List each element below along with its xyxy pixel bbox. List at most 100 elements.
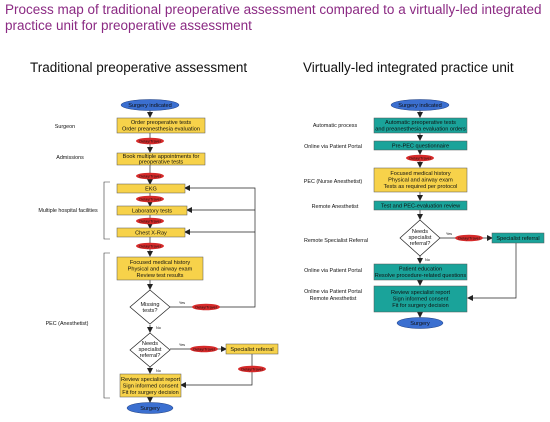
svg-text:referral?: referral? — [140, 353, 161, 359]
left-needs-referral-decision: Needs specialist referral? — [129, 332, 171, 368]
right-delay-1: Delay/Travel — [406, 154, 434, 162]
svg-text:Order preoperative tests: Order preoperative tests — [131, 120, 192, 126]
right-start-node: Surgery indicated — [390, 99, 450, 111]
left-delay-3: Delay/Travel — [136, 195, 164, 203]
left-laboratory-box: Laboratory tests — [116, 205, 188, 216]
svg-text:Delay/Travel: Delay/Travel — [195, 305, 216, 309]
left-start-node: Surgery indicated — [120, 99, 180, 111]
lane-hospital-facilities: Multiple hospital facilities — [38, 208, 98, 214]
virtual-heading: Virtually-led integrated practice unit — [303, 60, 514, 75]
svg-text:Chest X-Ray: Chest X-Ray — [135, 231, 167, 237]
svg-text:Review test results: Review test results — [137, 273, 184, 279]
svg-text:Tests as required per protocol: Tests as required per protocol — [384, 184, 458, 190]
right-needs-referral-decision: Needs specialist referral? — [399, 219, 441, 257]
svg-text:Specialist referral: Specialist referral — [496, 236, 539, 242]
lane-online-portal-3: Online via Patient Portal — [304, 289, 362, 295]
traditional-heading: Traditional preoperative assessment — [30, 60, 248, 75]
svg-text:Fit for surgery decision: Fit for surgery decision — [392, 303, 449, 309]
figure-title: Process map of traditional preoperative … — [5, 2, 542, 33]
right-pec-nurse-box: Focused medical history Physical and air… — [373, 167, 468, 193]
svg-text:preoperative tests: preoperative tests — [139, 160, 184, 166]
svg-text:Surgery indicated: Surgery indicated — [128, 103, 172, 109]
right-no-label: No — [425, 258, 430, 262]
svg-text:Delay/Travel: Delay/Travel — [409, 156, 430, 160]
lane-pec-nurse: PEC (Nurse Anesthetist) — [304, 179, 363, 185]
left-end-node: Surgery — [126, 402, 174, 414]
left-book-appointments-box: Book multiple appointments for preoperat… — [116, 152, 206, 166]
svg-text:referral?: referral? — [410, 241, 431, 247]
right-delay-2: Delay/Travel — [455, 234, 483, 242]
svg-text:Delay/Travel: Delay/Travel — [139, 139, 160, 143]
svg-text:Sign informed consent: Sign informed consent — [123, 384, 179, 390]
right-questionnaire-box: Pre-PEC questionnaire — [373, 140, 468, 151]
svg-text:Review specialist report: Review specialist report — [121, 377, 181, 383]
lane-online-portal-2: Online via Patient Portal — [304, 268, 362, 274]
svg-text:EKG: EKG — [145, 187, 157, 193]
svg-text:Order preanesthesia evaluation: Order preanesthesia evaluation — [122, 127, 200, 133]
lane-automatic-process: Automatic process — [313, 123, 358, 129]
svg-text:Pre-PEC questionnaire: Pre-PEC questionnaire — [392, 144, 449, 150]
svg-text:specialist: specialist — [408, 235, 431, 241]
svg-text:tests?: tests? — [143, 308, 158, 314]
left-missing-tests-decision: Missing tests? — [129, 289, 171, 325]
svg-text:Book multiple appointments for: Book multiple appointments for — [123, 154, 200, 160]
svg-text:Test and PEC-evaluation review: Test and PEC-evaluation review — [381, 204, 461, 210]
lane-remote-anesthetist-2: Remote Anesthetist — [310, 296, 357, 302]
right-yes-label: Yes — [446, 232, 452, 236]
svg-text:Delay/Travel: Delay/Travel — [139, 174, 160, 178]
svg-text:specialist: specialist — [138, 347, 161, 353]
left-delay-2: Delay/Travel — [136, 172, 164, 180]
right-specialist-referral-box: Specialist referral — [491, 232, 545, 244]
svg-text:Resolve procedure-related ques: Resolve procedure-related questions — [375, 273, 467, 279]
left-chest-xray-box: Chest X-Ray — [116, 227, 186, 238]
svg-text:Delay/Travel: Delay/Travel — [139, 244, 160, 248]
lane-remote-specialist: Remote Specialist Referral — [304, 238, 368, 244]
left-no-label-2: No — [156, 369, 161, 373]
left-delay-6: Delay/Travel — [192, 303, 220, 311]
svg-text:Automatic preoperative tests: Automatic preoperative tests — [385, 120, 456, 126]
svg-text:Missing: Missing — [141, 302, 160, 308]
svg-text:Needs: Needs — [412, 229, 428, 235]
left-review-box: Review specialist report Sign informed c… — [119, 373, 182, 398]
right-end-node: Surgery — [396, 317, 444, 329]
left-history-box: Focused medical history Physical and air… — [116, 256, 204, 281]
left-delay-7: Delay/Travel — [190, 345, 218, 353]
svg-text:Delay/Travel: Delay/Travel — [139, 197, 160, 201]
svg-text:Delay/Travel: Delay/Travel — [241, 367, 262, 371]
svg-text:Sign informed consent: Sign informed consent — [393, 297, 449, 303]
left-lane-brackets — [103, 181, 110, 399]
svg-text:Fit for surgery decision: Fit for surgery decision — [122, 390, 179, 396]
left-specialist-referral-box: Specialist referral — [225, 343, 279, 355]
svg-text:Focused medical history: Focused medical history — [390, 171, 451, 177]
svg-text:Surgery: Surgery — [140, 406, 160, 412]
svg-text:Patient education: Patient education — [399, 267, 442, 273]
svg-text:and preanesthesia evaluation o: and preanesthesia evaluation orders — [375, 127, 466, 133]
left-ekg-box: EKG — [116, 183, 186, 194]
left-delay-5: Delay/Travel — [136, 242, 164, 250]
right-review-box: Review specialist report Sign informed c… — [373, 285, 468, 313]
svg-text:Delay/Travel: Delay/Travel — [139, 219, 160, 223]
svg-text:Laboratory tests: Laboratory tests — [132, 209, 172, 215]
right-remote-review-box: Test and PEC-evaluation review — [373, 200, 468, 211]
right-automatic-orders-box: Automatic preoperative tests and preanes… — [373, 117, 468, 134]
left-order-tests-box: Order preoperative tests Order preanesth… — [116, 117, 206, 134]
lane-online-portal-1: Online via Patient Portal — [304, 144, 362, 150]
svg-text:Delay/Travel: Delay/Travel — [193, 347, 214, 351]
lane-surgeon: Surgeon — [55, 124, 75, 130]
svg-text:Physical and airway exam: Physical and airway exam — [128, 267, 193, 273]
svg-text:Review specialist report: Review specialist report — [391, 290, 451, 296]
svg-text:Physical and airway exam: Physical and airway exam — [388, 178, 453, 184]
svg-text:Needs: Needs — [142, 341, 158, 347]
svg-text:Focused medical history: Focused medical history — [130, 260, 191, 266]
lane-pec-anesthetist: PEC (Anesthetist) — [46, 321, 89, 327]
left-delay-1: Delay/Travel — [136, 137, 164, 145]
lane-remote-anesthetist-1: Remote Anesthetist — [312, 204, 359, 210]
svg-text:Surgery: Surgery — [410, 321, 430, 327]
left-yes-label-2: Yes — [179, 343, 185, 347]
svg-text:Specialist referral: Specialist referral — [230, 347, 273, 353]
left-delay-4: Delay/Travel — [136, 217, 164, 225]
right-patient-education-box: Patient education Resolve procedure-rela… — [373, 263, 468, 281]
svg-text:Delay/Travel: Delay/Travel — [458, 236, 479, 240]
right-connectors — [417, 110, 517, 318]
